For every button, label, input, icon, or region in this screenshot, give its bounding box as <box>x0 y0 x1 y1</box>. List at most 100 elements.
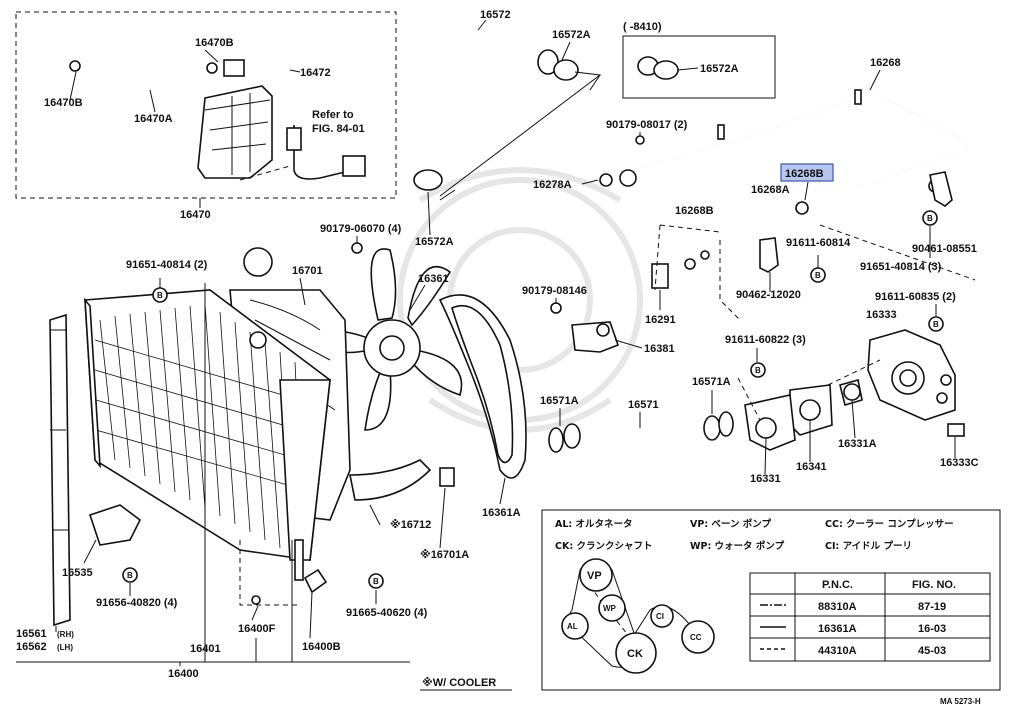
label-16268b: 16268B <box>675 205 714 217</box>
figure-code: MA 5273-H <box>940 697 981 706</box>
table-header-fig: FIG. NO. <box>912 579 956 591</box>
label-16268: 16268 <box>870 57 901 69</box>
label-16331: 16331 <box>750 473 781 485</box>
label-16291: 16291 <box>645 314 676 326</box>
pulley-ci-label: CI <box>656 612 664 621</box>
label-16361: 16361 <box>418 273 449 285</box>
label-16401: 16401 <box>190 643 221 655</box>
label-90179-08017: 90179-08017 (2) <box>606 119 688 131</box>
label-91651-40814-3: 91651-40814 (3) <box>860 261 942 273</box>
label-refer-to: Refer to <box>312 109 354 121</box>
table-row3-fig: 45-03 <box>918 645 946 657</box>
pulley-vp-label: VP <box>587 570 602 582</box>
label-16400: 16400 <box>168 668 199 680</box>
table-row2-pnc: 16361A <box>818 623 857 635</box>
label-fig-84-01: FIG. 84-01 <box>312 123 365 135</box>
label-90462-12020: 90462-12020 <box>736 289 801 301</box>
table-row1-fig: 87-19 <box>918 601 946 613</box>
hose-16268a-group: 16268A 16268B 91611-60814 90462-12020 16… <box>645 171 977 326</box>
pnc-table <box>749 572 991 662</box>
label-91611-60822: 91611-60822 (3) <box>725 334 806 346</box>
label-16278a: 16278A <box>533 179 572 191</box>
pulley-ck-label: CK <box>627 648 643 660</box>
label-90179-08146: 90179-08146 <box>522 285 587 297</box>
label-91611-60814: 91611-60814 <box>786 237 851 249</box>
pulley-wp <box>598 594 626 622</box>
legend-ci: CI: アイドル プーリ <box>825 540 912 552</box>
fan-group: 90179-06070 (4) 16361 90179-08146 16381 … <box>320 223 675 519</box>
label-16572a-top: 16572A <box>552 29 591 41</box>
legend-al: AL: オルタネータ <box>555 518 633 530</box>
table-header-pnc: P.N.C. <box>822 579 853 591</box>
label-16561: 16561 <box>16 628 47 640</box>
label-16470b-left: 16470B <box>44 97 83 109</box>
pulley-wp-label: WP <box>603 604 617 613</box>
label-16470b-top: 16470B <box>195 37 234 49</box>
label-lh: (LH) <box>57 643 73 652</box>
table-row1-pnc: 88310A <box>818 601 857 613</box>
cooler-note: ※W/ COOLER <box>420 677 512 691</box>
label-90461-08551: 90461-08551 <box>912 243 977 255</box>
table-row2-fig: 16-03 <box>918 623 946 635</box>
radiator-labels: 91651-40814 (2) 16701 ※16712 ※16701A 916… <box>16 259 469 680</box>
label-16571: 16571 <box>628 399 659 411</box>
label-16333: 16333 <box>866 309 897 321</box>
label-91656-40820: 91656-40820 (4) <box>96 597 178 609</box>
lower-hose-group: 16571A 16571 16571A <box>540 376 734 453</box>
table-row3-pnc: 44310A <box>818 645 857 657</box>
label-rh: (RH) <box>57 630 74 639</box>
circle-b-7: B <box>373 577 379 586</box>
upper-hose-group: 16572 16572A 16572A <box>413 9 602 248</box>
label-16701a: ※16701A <box>420 549 469 561</box>
label-16268a: 16268A <box>751 184 790 196</box>
legend-box: AL: オルタネータ VP: ベーン ポンプ CC: クーラー コンプレッサー … <box>541 509 1001 691</box>
circle-b-5: B <box>127 571 133 580</box>
label-90179-06070: 90179-06070 (4) <box>320 223 402 235</box>
label-16333c: 16333C <box>940 457 979 469</box>
thermostat-group: B B 91611-60835 (2) 16333 91611-60822 (3… <box>725 291 979 485</box>
label-16571a-left: 16571A <box>540 395 579 407</box>
label-range: ( -8410) <box>623 21 662 33</box>
label-16472: 16472 <box>300 67 331 79</box>
circle-b-6: B <box>157 291 163 300</box>
label-16361a: 16361A <box>482 507 521 519</box>
label-cooler-note: ※W/ COOLER <box>422 677 496 689</box>
part-16268b-highlight[interactable]: 16268B <box>780 163 834 201</box>
legend-vp: VP: ベーン ポンプ <box>690 518 771 530</box>
label-16571a-right: 16571A <box>692 376 731 388</box>
label-16470a: 16470A <box>134 113 173 125</box>
label-91611-60835: 91611-60835 (2) <box>875 291 956 303</box>
pipe-16268: 16268 90179-08017 (2) 16278A <box>533 57 970 191</box>
reservoir-labels: 16470B 16472 16470B 16470A Refer to FIG.… <box>44 37 365 221</box>
pulley-al-label: AL <box>567 622 578 631</box>
circle-b-1: B <box>927 214 933 223</box>
label-16572a-bottom: 16572A <box>415 236 454 248</box>
pulley-ck <box>615 632 657 674</box>
pulley-vp <box>579 558 613 592</box>
label-16268b-highlight: 16268B <box>785 168 824 180</box>
label-16572a-inset: 16572A <box>700 63 739 75</box>
pulley-ci <box>650 604 674 628</box>
label-16562: 16562 <box>16 641 47 653</box>
pulley-al <box>561 612 589 640</box>
label-16535: 16535 <box>62 567 93 579</box>
legend-ck: CK: クランクシャフト <box>555 541 652 552</box>
radiator-group: B B B <box>49 247 455 662</box>
circle-b-2: B <box>815 271 821 280</box>
label-16341: 16341 <box>796 461 827 473</box>
label-16470: 16470 <box>180 209 211 221</box>
inset-8410: ( -8410) 16572A <box>622 21 776 99</box>
label-16712: ※16712 <box>390 519 431 531</box>
circle-b-4: B <box>755 366 761 375</box>
label-16331a: 16331A <box>838 438 877 450</box>
label-16400b: 16400B <box>302 641 341 653</box>
pulley-cc-label: CC <box>690 633 702 642</box>
reservoir-group <box>15 11 397 199</box>
label-16381: 16381 <box>644 343 675 355</box>
label-91665-40620: 91665-40620 (4) <box>346 607 428 619</box>
circle-b-3: B <box>933 320 939 329</box>
legend-wp: WP: ウォータ ポンプ <box>690 540 785 552</box>
label-91651-40814-2: 91651-40814 (2) <box>126 259 208 271</box>
label-16701: 16701 <box>292 265 323 277</box>
